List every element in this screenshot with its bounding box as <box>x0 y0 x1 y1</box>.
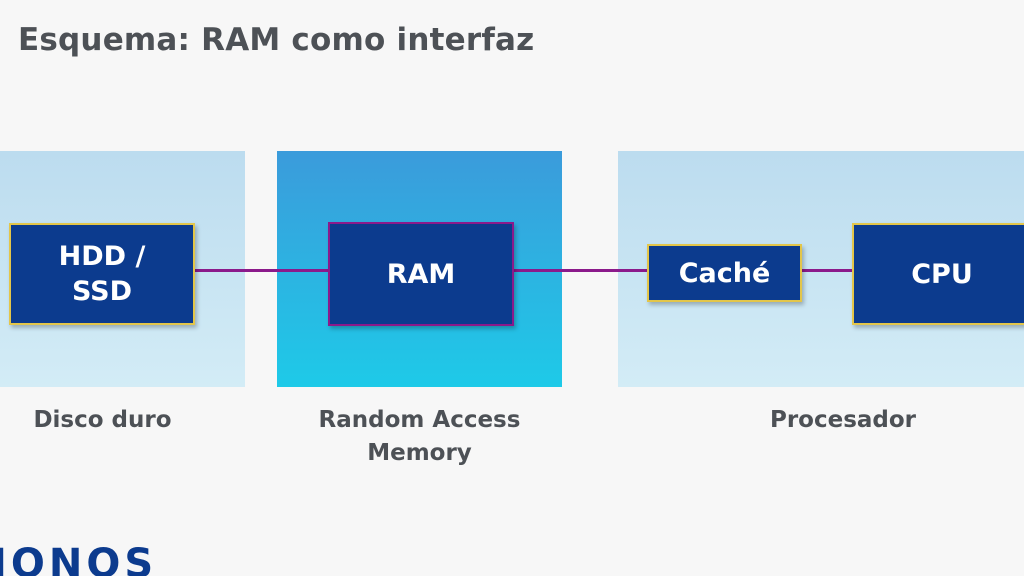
cache-box: Caché <box>647 244 802 302</box>
disk-caption: Disco duro <box>33 407 172 433</box>
connector-hdd-ram <box>195 269 328 272</box>
connector-cache-cpu <box>802 269 852 272</box>
page-title: Esquema: RAM como interfaz <box>18 22 535 58</box>
ram-box: RAM <box>328 222 514 326</box>
cpu-box: CPU <box>852 223 1024 325</box>
cache-label: Caché <box>678 257 771 289</box>
brand-logo: IONOS <box>0 541 158 576</box>
memory-caption-line-2: Memory <box>367 440 472 467</box>
cpu-label: CPU <box>911 258 973 290</box>
hdd-line-1: HDD / <box>58 240 146 272</box>
hdd-line-2: SSD <box>71 276 133 307</box>
hdd-ssd-box: HDD / SSD <box>9 223 195 325</box>
memory-caption-line-1: Random Access <box>318 407 521 433</box>
processor-caption: Procesador <box>769 407 917 433</box>
connector-ram-cache <box>514 269 647 272</box>
memory-caption: Random Access Memory <box>277 404 562 471</box>
ram-label: RAM <box>386 258 456 290</box>
